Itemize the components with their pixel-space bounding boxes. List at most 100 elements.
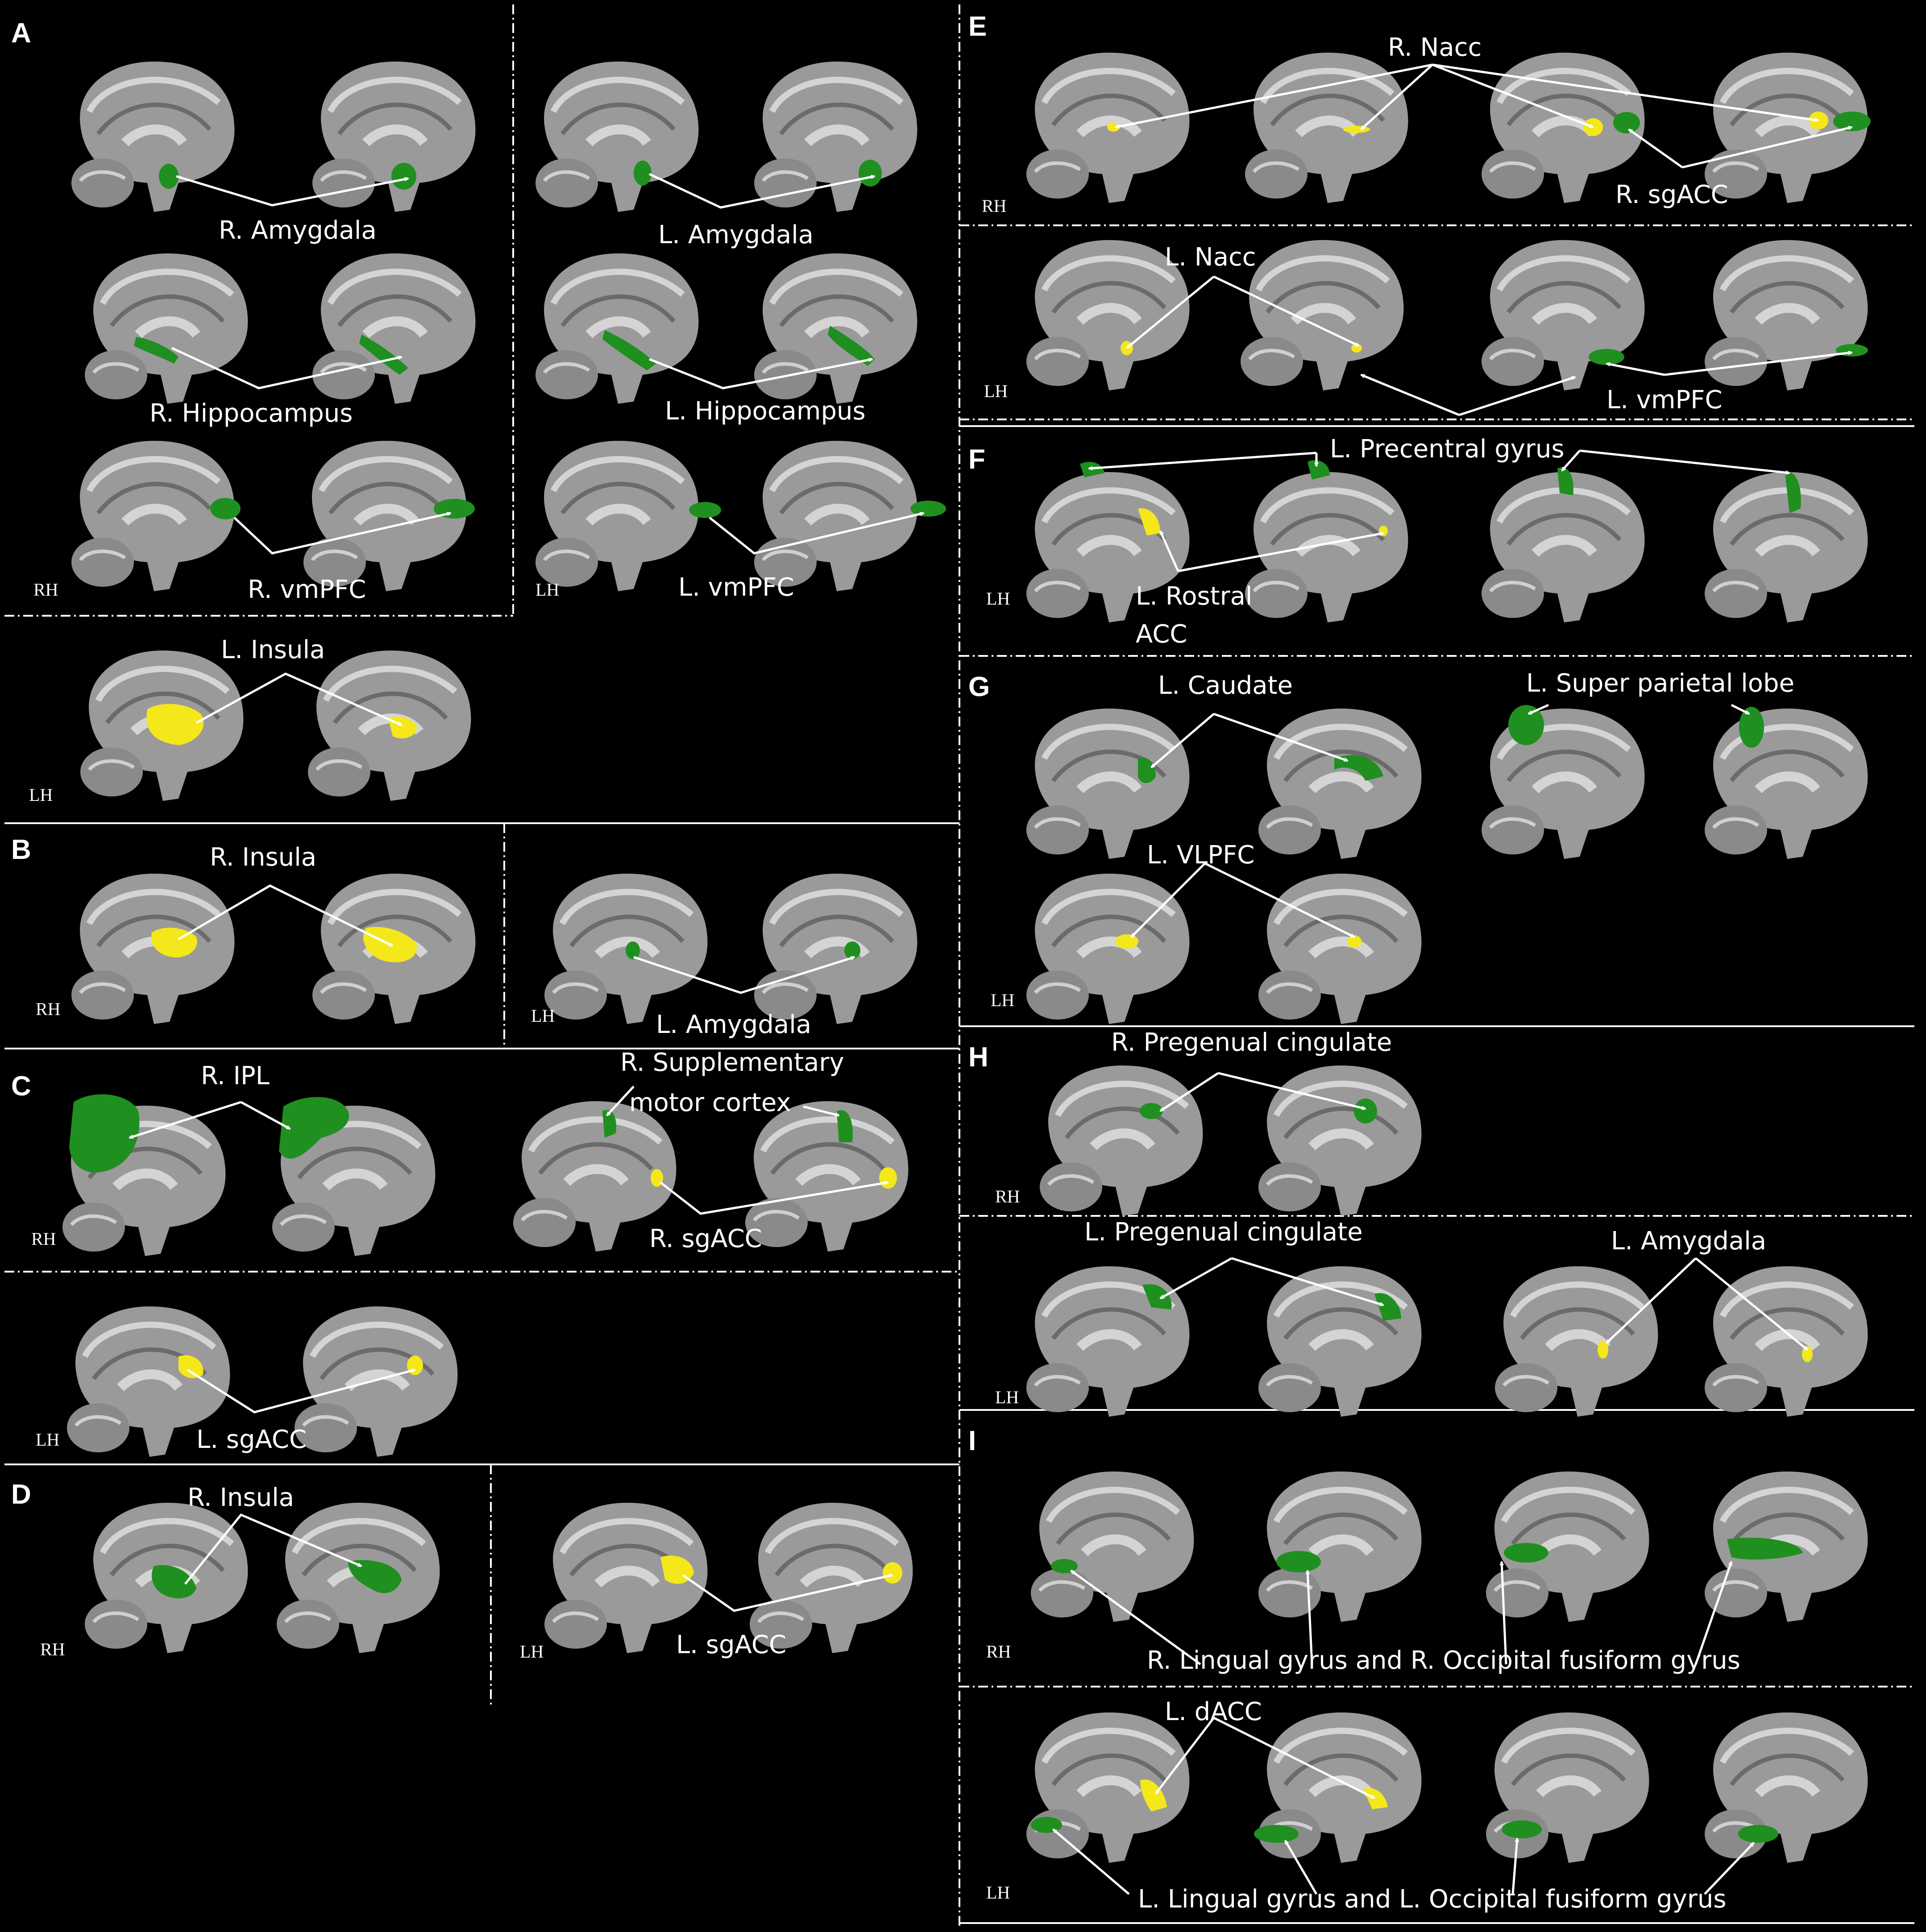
panel-d: D R. Insula L. sgACC RH LH bbox=[11, 1479, 913, 1662]
brain-h3 bbox=[1026, 1266, 1189, 1417]
brain-i2 bbox=[1258, 1472, 1421, 1622]
label-l-amygdala-b: L. Amygdala bbox=[656, 1010, 811, 1039]
label-r-supplementary: R. Supplementary bbox=[620, 1048, 844, 1077]
brain-f3 bbox=[1482, 472, 1644, 622]
panel-h-letter: H bbox=[968, 1042, 988, 1073]
label-r-sgacc-e: R. sgACC bbox=[1615, 180, 1728, 209]
brain-h1 bbox=[1040, 1066, 1203, 1216]
panel-d-letter: D bbox=[11, 1479, 31, 1510]
panel-b: B R. Insula L. Amygdala RH LH bbox=[11, 834, 917, 1039]
label-r-pregenual: R. Pregenual cingulate bbox=[1111, 1028, 1392, 1057]
hemi-rh-c: RH bbox=[31, 1229, 56, 1249]
hemi-lh-h: LH bbox=[995, 1387, 1019, 1407]
brain-a12 bbox=[754, 441, 917, 591]
label-l-vmpfc-e: L. vmPFC bbox=[1606, 386, 1723, 415]
panel-e-letter: E bbox=[968, 11, 987, 42]
panel-c: C R. IPL R. Supplementary motor cortex R… bbox=[11, 1048, 908, 1457]
hemi-lh-g: LH bbox=[991, 990, 1014, 1010]
brain-f2 bbox=[1245, 472, 1408, 622]
brain-a1 bbox=[71, 62, 234, 212]
brain-g2 bbox=[1258, 709, 1421, 859]
brain-i5 bbox=[1026, 1712, 1189, 1863]
label-r-vmpfc: R. vmPFC bbox=[248, 575, 366, 604]
brain-a5 bbox=[85, 253, 248, 404]
brain-h6 bbox=[1705, 1266, 1868, 1417]
panel-g: G L. Caudate L. Super parietal lobe L. V… bbox=[968, 669, 1868, 1024]
brain-h5 bbox=[1495, 1266, 1658, 1417]
panel-g-letter: G bbox=[968, 672, 990, 702]
hemi-lh-b: LH bbox=[531, 1006, 555, 1026]
hemi-lh-a: LH bbox=[535, 580, 559, 600]
label-l-precentral: L. Precentral gyrus bbox=[1330, 435, 1565, 464]
label-l-vlpfc: L. VLPFC bbox=[1147, 841, 1254, 870]
brain-h4 bbox=[1258, 1266, 1421, 1417]
hemi-lh-c: LH bbox=[36, 1430, 59, 1450]
label-l-nacc: L. Nacc bbox=[1165, 243, 1256, 272]
brain-g1 bbox=[1026, 709, 1189, 859]
panel-b-letter: B bbox=[11, 834, 31, 865]
hemi-rh-d: RH bbox=[40, 1639, 65, 1659]
brain-f4 bbox=[1705, 472, 1868, 622]
brain-b4 bbox=[754, 874, 917, 1024]
label-r-insula-b: R. Insula bbox=[210, 843, 316, 872]
brain-b1 bbox=[71, 874, 234, 1024]
panel-c-letter: C bbox=[11, 1071, 31, 1102]
label-l-hippocampus: L. Hippocampus bbox=[665, 397, 866, 426]
label-l-sgacc-c: L. sgACC bbox=[196, 1425, 307, 1454]
brain-e7 bbox=[1482, 240, 1644, 390]
hemi-rh-h: RH bbox=[995, 1186, 1020, 1206]
brain-g5 bbox=[1026, 874, 1189, 1024]
brain-g4 bbox=[1705, 709, 1868, 859]
label-l-amygdala-h: L. Amygdala bbox=[1611, 1227, 1766, 1256]
hemi-rh-e: RH bbox=[982, 196, 1007, 216]
brain-a2 bbox=[312, 62, 475, 212]
label-r-amygdala: R. Amygdala bbox=[219, 216, 377, 245]
panel-a: A R. Amygdala L. bbox=[11, 18, 946, 805]
hemi-lh-i: LH bbox=[986, 1882, 1010, 1903]
brain-g3 bbox=[1482, 709, 1644, 859]
label-l-lingual: L. Lingual gyrus and L. Occipital fusifo… bbox=[1138, 1885, 1727, 1914]
brain-a6 bbox=[312, 253, 475, 404]
brain-a8 bbox=[754, 253, 917, 404]
panel-h: H R. Pregenual cingulate L. Pregenual ci… bbox=[968, 1028, 1868, 1417]
label-l-vmpfc: L. vmPFC bbox=[678, 573, 794, 602]
panel-e: E R. Nacc R. sgACC L. Nacc L. vmPF bbox=[968, 11, 1871, 416]
label-r-sgacc-c: R. sgACC bbox=[649, 1224, 762, 1253]
brain-a14 bbox=[308, 651, 471, 801]
label-motor-cortex: motor cortex bbox=[629, 1088, 791, 1117]
label-r-nacc: R. Nacc bbox=[1388, 33, 1482, 62]
brain-a4 bbox=[754, 62, 917, 212]
label-l-pregenual: L. Pregenual cingulate bbox=[1084, 1218, 1363, 1247]
brain-a11 bbox=[535, 441, 698, 591]
label-acc: ACC bbox=[1136, 620, 1187, 649]
brain-a3 bbox=[535, 62, 698, 212]
brain-e6 bbox=[1241, 240, 1403, 390]
brain-a9 bbox=[71, 441, 234, 591]
hemi-lh-a2: LH bbox=[29, 785, 53, 805]
label-r-insula-d: R. Insula bbox=[187, 1483, 294, 1512]
label-l-amygdala: L. Amygdala bbox=[658, 220, 814, 249]
brain-i8 bbox=[1705, 1712, 1868, 1863]
label-r-ipl: R. IPL bbox=[201, 1061, 270, 1090]
brain-c6 bbox=[295, 1306, 457, 1457]
panel-i: I R. Lingual gyrus and R. Occipital fusi… bbox=[968, 1426, 1868, 1914]
label-l-super-parietal: L. Super parietal lobe bbox=[1526, 669, 1794, 698]
label-l-dacc: L. dACC bbox=[1165, 1697, 1262, 1726]
panel-f: F L. Precentral gyrus L. Rostral ACC LH bbox=[968, 435, 1868, 649]
label-l-insula: L. Insula bbox=[221, 635, 325, 664]
hemi-rh-i: RH bbox=[986, 1642, 1011, 1662]
brain-a7 bbox=[535, 253, 698, 404]
label-r-hippocampus: R. Hippocampus bbox=[149, 399, 353, 428]
label-l-caudate: L. Caudate bbox=[1158, 671, 1293, 700]
brain-g6 bbox=[1258, 874, 1421, 1024]
label-r-lingual: R. Lingual gyrus and R. Occipital fusifo… bbox=[1147, 1646, 1740, 1675]
panel-a-letter: A bbox=[11, 18, 31, 49]
panel-i-letter: I bbox=[968, 1426, 976, 1456]
brain-i7 bbox=[1486, 1712, 1649, 1863]
label-l-sgacc-d: L. sgACC bbox=[676, 1630, 786, 1659]
hemi-rh-b: RH bbox=[36, 999, 61, 1019]
hemi-lh-e: LH bbox=[984, 381, 1008, 401]
hemi-rh-a: RH bbox=[33, 580, 58, 600]
hemi-lh-d: LH bbox=[520, 1642, 544, 1662]
